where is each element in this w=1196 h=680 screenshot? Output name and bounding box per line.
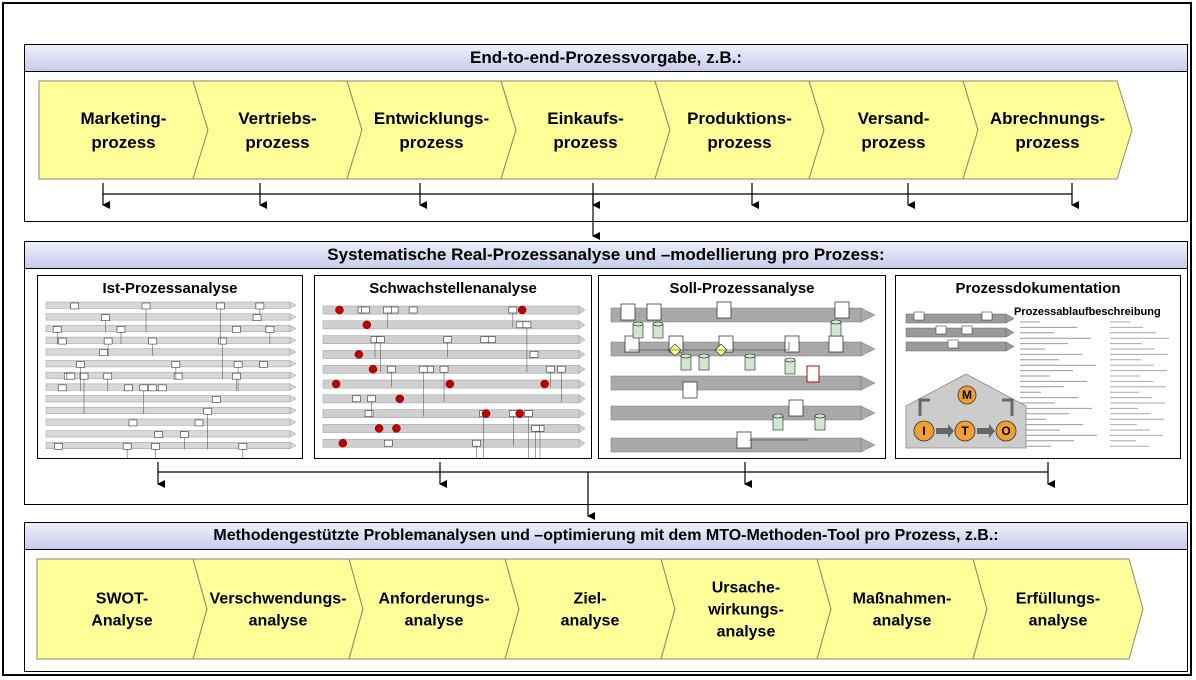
process-step-chevron [962,80,1133,180]
method-step-label: Ziel- [574,591,607,608]
method-chevron-row: SWOT- Analyse Verschwendungs-analyse Anford… [36,558,1144,660]
process-step-chevron [192,80,363,180]
method-step-label: Analyse [91,613,152,630]
real-process-analysis-panel: Systematische Real-Prozessanalyse und –m… [24,241,1188,505]
method-step-label: analyse [1029,613,1088,630]
weakness-analysis-thumbnail: Schwachstellenanalyse [314,275,592,459]
end-to-end-panel: End-to-end-Prozessvorgabe, z.B.: Marketi… [24,44,1188,222]
method-step-label: analyse [405,613,464,630]
process-step-label: prozess [861,133,925,152]
method-step-chevron [348,558,520,660]
target-process-thumbnail: Soll-Prozessanalyse [598,275,886,459]
real-process-analysis-title: Systematische Real-Prozessanalyse und –m… [25,242,1187,269]
process-step-label: Einkaufs- [547,109,624,128]
method-step-label: analyse [717,624,776,641]
method-analysis-panel: Methodengestützte Problemanalysen und –o… [24,522,1188,672]
end-to-end-title: End-to-end-Prozessvorgabe, z.B.: [25,45,1187,72]
process-documentation-title: Prozessdokumentation [955,280,1121,297]
process-documentation-sketch: M I T O [905,311,1169,449]
process-step-label: prozess [707,133,771,152]
ist-process-title: Ist-Prozessanalyse [102,280,238,297]
process-flow-description-title: Prozessablaufbeschreibung [1014,306,1161,318]
mto-letter-o: O [1001,424,1010,438]
method-step-label: wirkungs- [707,602,784,619]
process-chevron-row: Marketing-prozess Vertriebs-prozess Entwic… [38,80,1133,180]
method-step-label: analyse [249,613,308,630]
target-process-title: Soll-Prozessanalyse [669,280,815,297]
process-step-chevron [38,80,209,180]
method-step-chevron [36,558,208,660]
process-step-label: prozess [1015,133,1079,152]
process-step-label: Versand- [858,109,930,128]
method-step-label: SWOT- [96,591,148,608]
process-documentation-thumbnail: Prozessdokumentation Prozessablaufbeschr… [895,275,1181,459]
process-step-chevron [654,80,825,180]
method-step-label: Maßnahmen- [853,591,952,608]
mto-letter-t: T [961,424,969,438]
process-step-label: Abrechnungs- [990,109,1105,128]
process-step-label: prozess [399,133,463,152]
weakness-analysis-sketch [322,305,586,458]
method-step-chevron [192,558,364,660]
process-step-chevron [500,80,671,180]
method-step-chevron [816,558,988,660]
process-step-chevron [808,80,979,180]
method-analysis-title: Methodengestützte Problemanalysen und –o… [25,523,1187,550]
process-step-label: Vertriebs- [238,109,316,128]
process-step-label: prozess [553,133,617,152]
method-step-label: analyse [561,613,620,630]
method-step-chevron [504,558,676,660]
method-step-label: Erfüllungs- [1016,591,1100,608]
process-step-label: Produktions- [687,109,792,128]
process-step-label: prozess [91,133,155,152]
method-step-label: analyse [873,613,932,630]
method-step-label: Verschwendungs- [210,591,347,608]
weakness-analysis-title: Schwachstellenanalyse [369,280,537,297]
mto-letter-m: M [962,388,972,402]
ist-process-thumbnail: Ist-Prozessanalyse [37,275,303,459]
mto-letter-i: I [922,424,925,438]
target-process-sketch [610,301,876,453]
process-step-chevron [346,80,517,180]
method-step-label: Anforderungs- [378,591,489,608]
method-step-chevron [972,558,1144,660]
process-step-label: prozess [245,133,309,152]
method-step-label: Ursache- [712,580,780,597]
process-step-label: Entwicklungs- [374,109,489,128]
ist-process-sketch [45,301,297,458]
process-step-label: Marketing- [81,109,167,128]
